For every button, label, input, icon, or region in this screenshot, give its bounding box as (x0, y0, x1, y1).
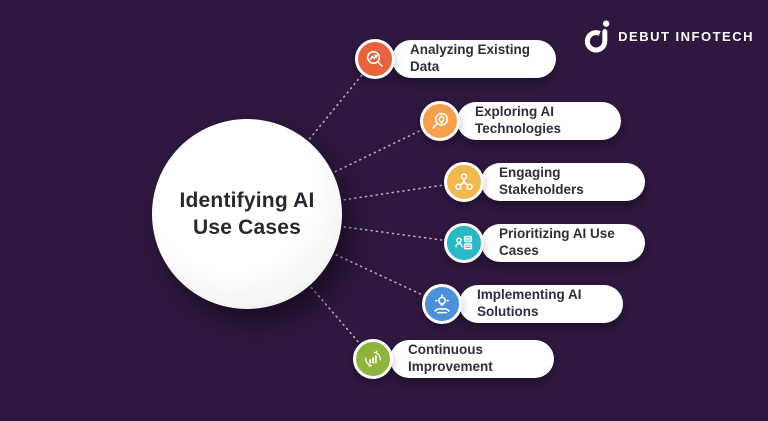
step-label: Prioritizing AI Use Cases (499, 226, 615, 258)
connector-line-2 (247, 120, 441, 215)
step-pill: Engaging Stakeholders (481, 163, 645, 201)
step-pill: Continuous Improvement (390, 340, 554, 378)
step-icon-badge (420, 101, 460, 141)
step-pill: Implementing AI Solutions (459, 285, 623, 323)
step-icon-badge (353, 339, 393, 379)
logo-dot (603, 20, 610, 27)
brand-name: DEBUT INFOTECH (618, 29, 754, 44)
step-pill: Prioritizing AI Use Cases (481, 224, 645, 262)
step-exploring-ai-technologies: Exploring AI Technologies (420, 101, 630, 141)
prioritize-checklist-icon (455, 235, 473, 250)
step-engaging-stakeholders: Engaging Stakeholders (444, 162, 654, 202)
chart-refresh-icon (365, 350, 381, 368)
stakeholder-network-icon (455, 173, 473, 191)
step-pill: Analyzing Existing Data (392, 40, 556, 78)
magnifier-explore-icon (432, 112, 449, 129)
brand-logo: DEBUT INFOTECH (584, 19, 754, 54)
step-label: Analyzing Existing Data (410, 42, 531, 74)
step-icon-badge (444, 223, 484, 263)
magnifier-trend-icon (366, 50, 383, 67)
central-topic-title: Identifying AI Use Cases (179, 188, 315, 239)
step-prioritizing-ai-use-cases: Prioritizing AI Use Cases (444, 223, 654, 263)
step-analyzing-existing-data: Analyzing Existing Data (355, 39, 565, 79)
debut-infotech-logo-mark (585, 20, 610, 53)
connector-line-5 (247, 213, 443, 305)
connector-line-3 (247, 181, 465, 215)
step-label: Engaging Stakeholders (499, 165, 584, 197)
step-icon-badge (444, 162, 484, 202)
step-label: Continuous Improvement (408, 342, 493, 374)
step-continuous-improvement: Continuous Improvement (353, 339, 563, 379)
step-icon-badge (355, 39, 395, 79)
logo-bowl (585, 30, 608, 53)
step-implementing-ai-solutions: Implementing AI Solutions (422, 284, 632, 324)
step-label: Exploring AI Technologies (475, 104, 562, 136)
hand-lightbulb-icon (434, 294, 450, 314)
step-icon-badge (422, 284, 462, 324)
connector-line-4 (247, 213, 465, 244)
central-topic-circle: Identifying AI Use Cases (152, 119, 342, 309)
step-pill: Exploring AI Technologies (457, 102, 621, 140)
step-label: Implementing AI Solutions (477, 287, 582, 319)
